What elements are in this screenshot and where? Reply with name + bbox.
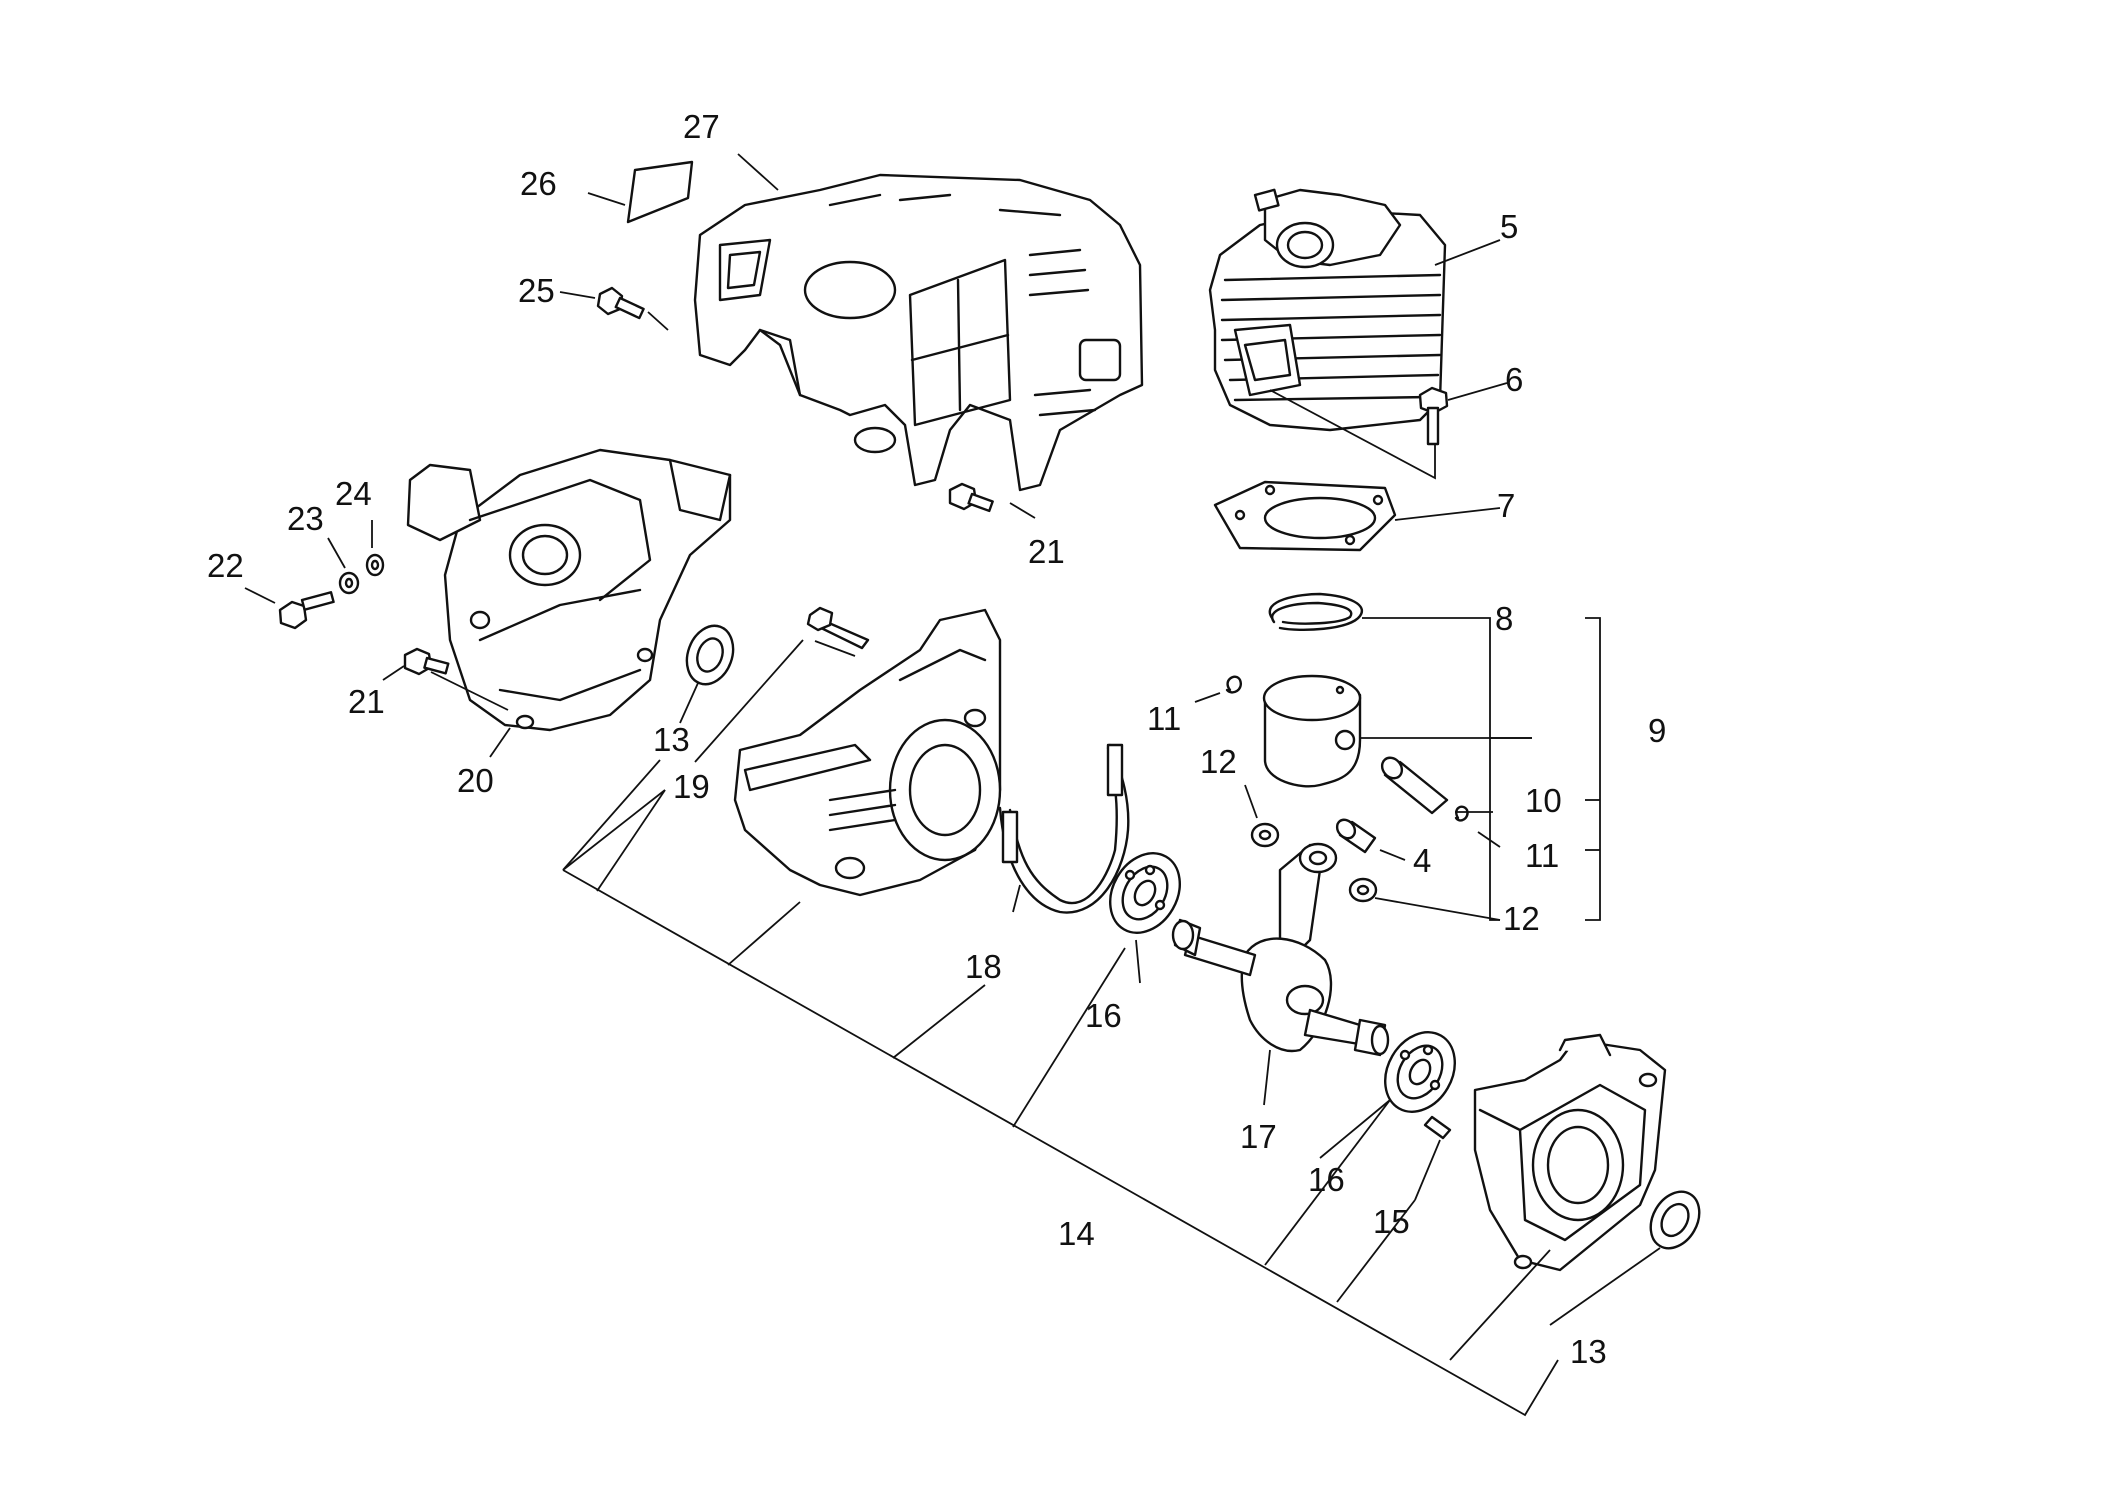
part-number-labels: 27 26 25 5 6 7 21 24 23 22 21 13 20 19 8… — [207, 108, 1666, 1370]
label-11-left: 11 — [1147, 700, 1181, 737]
leader-lines — [244, 153, 1661, 1417]
part-crankcase-gasket — [998, 743, 1130, 914]
part-washer-24 — [365, 553, 385, 577]
part-screw-21a — [948, 482, 994, 513]
part-screw-21b — [403, 647, 450, 676]
part-circlip-11a — [1225, 675, 1242, 694]
label-26: 26 — [520, 165, 557, 202]
label-15: 15 — [1373, 1203, 1410, 1240]
part-washer-12a — [1250, 822, 1280, 848]
part-cylinder-gasket — [1213, 480, 1397, 552]
part-bearing-16b — [1384, 1031, 1456, 1113]
label-18: 18 — [965, 948, 1002, 985]
label-27: 27 — [683, 108, 720, 145]
label-8: 8 — [1495, 600, 1513, 637]
label-13-bottom: 13 — [1570, 1333, 1607, 1370]
label-16-right: 16 — [1308, 1161, 1345, 1198]
part-bearing-16a — [1109, 852, 1181, 934]
part-bolt-22 — [278, 591, 335, 630]
label-20: 20 — [457, 762, 494, 799]
part-crankcase-left — [733, 606, 1002, 897]
label-24: 24 — [335, 475, 372, 512]
part-oil-seal-13b — [1649, 1190, 1701, 1250]
label-9: 9 — [1648, 712, 1666, 749]
label-5: 5 — [1500, 208, 1518, 245]
label-25: 25 — [518, 272, 555, 309]
label-11-right: 11 — [1525, 837, 1559, 874]
part-piston-ring — [1268, 592, 1363, 632]
label-14: 14 — [1058, 1215, 1095, 1252]
label-7: 7 — [1497, 487, 1515, 524]
part-dowel-pin — [1423, 1115, 1452, 1140]
label-12-left: 12 — [1200, 743, 1237, 780]
part-engine-cover — [693, 173, 1144, 492]
part-fan-housing — [406, 448, 732, 732]
part-piston-pin — [1380, 756, 1449, 815]
label-6: 6 — [1505, 361, 1523, 398]
part-needle-bearing — [1335, 818, 1377, 854]
part-cylinder — [1208, 188, 1447, 432]
part-oil-seal-13a — [685, 624, 735, 686]
label-22: 22 — [207, 547, 244, 584]
label-4: 4 — [1413, 842, 1431, 879]
label-23: 23 — [287, 500, 324, 537]
part-gasket-26 — [626, 160, 694, 224]
label-13-top: 13 — [653, 721, 690, 758]
label-21-left: 21 — [348, 683, 385, 720]
label-16-left: 16 — [1085, 997, 1122, 1034]
part-crankcase-right — [1473, 1033, 1667, 1272]
part-washer-23 — [338, 571, 360, 595]
part-screw-25 — [596, 286, 645, 320]
label-17: 17 — [1240, 1118, 1277, 1155]
part-washer-12b — [1348, 877, 1378, 903]
label-19: 19 — [673, 768, 710, 805]
part-bolt-6 — [1418, 386, 1449, 446]
label-12-right: 12 — [1503, 900, 1540, 937]
part-piston — [1262, 674, 1362, 788]
part-circlip-11b — [1454, 805, 1469, 822]
label-21-top: 21 — [1028, 533, 1065, 570]
label-10: 10 — [1525, 782, 1562, 819]
part-crankshaft — [1171, 842, 1390, 1057]
